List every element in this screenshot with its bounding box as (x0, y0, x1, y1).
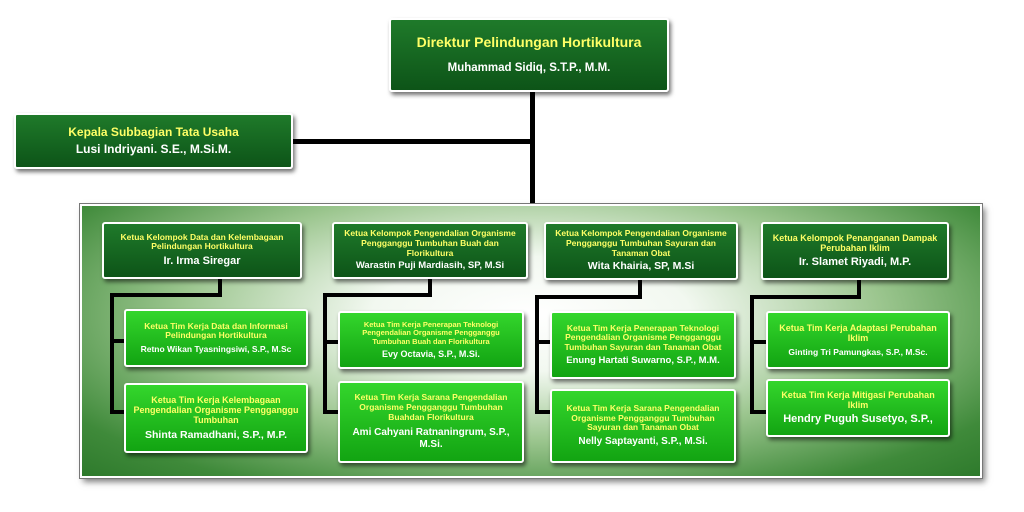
team-title: Ketua Tim Kerja Penerapan Teknologi Peng… (362, 319, 500, 346)
team-box-3-2: Ketua Tim Kerja Sarana Pengendalian Orga… (550, 389, 736, 463)
connector-group-4 (750, 295, 861, 299)
group-head-1: Ketua Kelompok Data dan Kelembagaan Peli… (102, 222, 302, 279)
connector-group-4 (857, 280, 861, 297)
team-name: Ami Cahyani Ratnaningrum, S.P., M.Si. (352, 426, 510, 450)
team-title: Ketua Tim Kerja Sarana Pengendalian Orga… (354, 392, 508, 422)
connector-group-4 (750, 295, 754, 413)
admin-title: Kepala Subbagian Tata Usaha (68, 124, 239, 139)
group-head-name: Ir. Irma Siregar (163, 255, 241, 268)
connector-admin (292, 139, 532, 144)
team-box-2-2: Ketua Tim Kerja Sarana Pengendalian Orga… (338, 381, 524, 463)
team-title: Ketua Tim Kerja Data dan Informasi Pelin… (144, 320, 288, 341)
team-title: Ketua Tim Kerja Penerapan Teknologi Peng… (564, 322, 722, 353)
connector-group-3 (535, 410, 553, 414)
team-box-2-1: Ketua Tim Kerja Penerapan Teknologi Peng… (338, 311, 524, 369)
connector-group-3 (535, 295, 539, 413)
connector-group-3 (638, 280, 642, 297)
group-head-2: Ketua Kelompok Pengendalian Organisme Pe… (332, 222, 528, 279)
team-box-4-1: Ketua Tim Kerja Adaptasi Perubahan Iklim… (766, 311, 950, 369)
connector-group-2 (323, 293, 327, 413)
group-head-name: Wita Khairia, SP, M.Si (587, 260, 695, 273)
team-box-1-1: Ketua Tim Kerja Data dan Informasi Pelin… (124, 309, 308, 367)
team-name: Evy Octavia, S.P., M.Si. (382, 348, 480, 359)
admin-box: Kepala Subbagian Tata Usaha Lusi Indriya… (14, 113, 293, 169)
group-head-name: Ir. Slamet Riyadi, M.P. (798, 256, 912, 269)
group-head-title: Ketua Kelompok Pengendalian Organisme Pe… (555, 228, 727, 258)
director-title: Direktur Pelindungan Hortikultura (416, 34, 642, 51)
team-title: Ketua Tim Kerja Kelembagaan Pengendalian… (133, 394, 299, 426)
connector-group-2 (323, 410, 341, 414)
connector-group-2 (323, 293, 432, 297)
connector-group-1 (218, 278, 222, 295)
team-name: Nelly Saptayanti, S.P., M.Si. (578, 436, 708, 448)
group-head-title: Ketua Kelompok Pengendalian Organisme Pe… (344, 228, 516, 258)
connector-director-down (530, 92, 535, 206)
connector-group-4 (750, 410, 768, 414)
team-name: Ginting Tri Pamungkas, S.P., M.Sc. (788, 346, 928, 357)
admin-name: Lusi Indriyani. S.E., M.Si.M. (75, 141, 232, 156)
connector-group-4 (750, 340, 768, 344)
connector-group-1 (110, 293, 114, 413)
team-box-1-2: Ketua Tim Kerja Kelembagaan Pengendalian… (124, 383, 308, 453)
team-title: Ketua Tim Kerja Mitigasi Perubahan Iklim (781, 389, 935, 410)
team-box-3-1: Ketua Tim Kerja Penerapan Teknologi Peng… (550, 311, 736, 379)
team-name: Hendry Puguh Susetyo, S.P., (783, 413, 933, 426)
group-head-name: Warastin Puji Mardiasih, SP, M.Si (355, 260, 505, 272)
team-box-4-2: Ketua Tim Kerja Mitigasi Perubahan Iklim… (766, 379, 950, 437)
connector-group-1 (110, 339, 128, 343)
group-head-3: Ketua Kelompok Pengendalian Organisme Pe… (544, 222, 738, 280)
team-title: Ketua Tim Kerja Sarana Pengendalian Orga… (566, 402, 720, 433)
group-head-title: Ketua Kelompok Data dan Kelembagaan Peli… (120, 231, 284, 252)
team-name: Enung Hartati Suwarno, S.P., M.M. (566, 354, 720, 366)
connector-group-2 (323, 340, 341, 344)
group-head-title: Ketua Kelompok Penanganan Dampak Perubah… (772, 232, 938, 253)
connector-group-1 (110, 410, 128, 414)
director-name: Muhammad Sidiq, S.T.P., M.M. (447, 62, 611, 75)
connector-group-3 (535, 340, 553, 344)
team-name: Retno Wikan Tyasningsiwi, S.P., M.Sc (140, 344, 292, 355)
group-head-4: Ketua Kelompok Penanganan Dampak Perubah… (761, 222, 949, 280)
connector-group-2 (428, 278, 432, 295)
team-name: Shinta Ramadhani, S.P., M.P. (145, 428, 287, 441)
director-box: Direktur Pelindungan Hortikultura Muhamm… (389, 18, 669, 92)
connector-group-3 (535, 295, 642, 299)
connector-group-1 (110, 293, 222, 297)
team-title: Ketua Tim Kerja Adaptasi Perubahan Iklim (779, 323, 937, 344)
